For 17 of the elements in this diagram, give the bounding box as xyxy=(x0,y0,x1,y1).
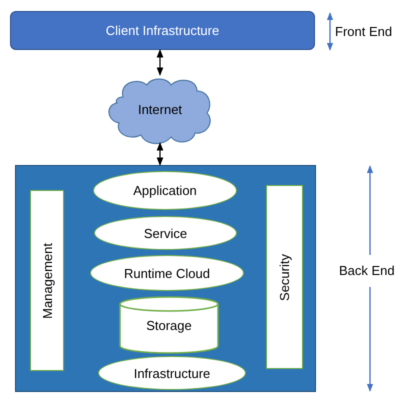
arrow xyxy=(156,49,164,76)
node-label: Runtime Cloud xyxy=(124,266,210,280)
node-label: Management xyxy=(40,242,54,318)
node-label: Storage xyxy=(146,318,192,332)
vertical-bar xyxy=(30,190,64,371)
arrow xyxy=(156,142,164,166)
vertical-bar xyxy=(266,185,303,369)
node-label: Client Infrastructure xyxy=(106,23,220,38)
node-label: Service xyxy=(144,226,188,240)
node-label: Infrastructure xyxy=(134,366,210,380)
process-box xyxy=(10,11,315,50)
node-label: Internet xyxy=(138,102,182,116)
side-label: Back End xyxy=(339,263,395,278)
side-label: Front End xyxy=(335,24,392,39)
node-label: Security xyxy=(277,254,292,300)
node-label: Application xyxy=(133,183,197,198)
container-box xyxy=(15,165,316,392)
